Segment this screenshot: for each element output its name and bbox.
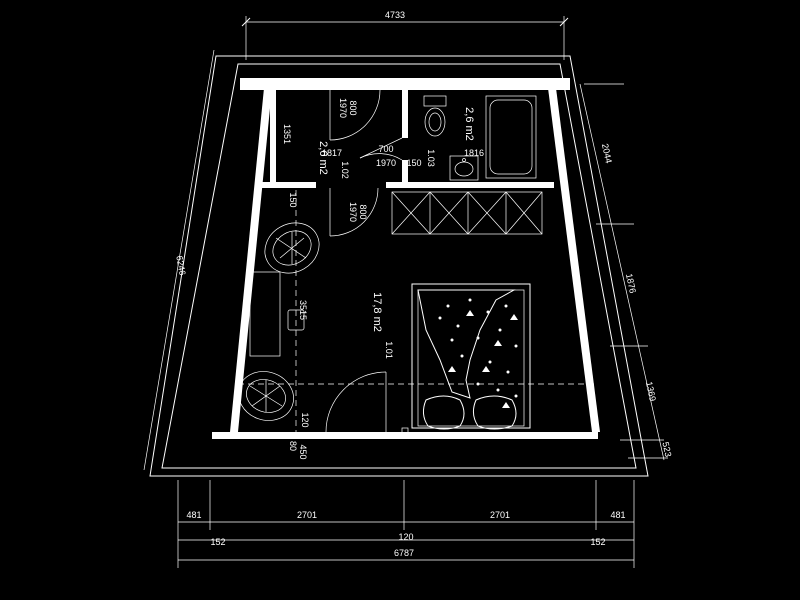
dimension-lines — [143, 16, 668, 568]
dim-room-depth: 3515 — [298, 300, 308, 320]
outlet-marker — [401, 427, 409, 435]
dim-right-3: 1369 — [644, 381, 658, 403]
dim-door-room-w: 800 — [358, 204, 368, 219]
bed-icon — [411, 283, 531, 430]
dim-door-room-h: 1970 — [348, 202, 358, 222]
storage-cabinets — [391, 191, 543, 235]
dim-door-mid-w: 700 — [378, 144, 393, 154]
dim-left-slant: 6246 — [174, 255, 187, 276]
dim-bottom-seg-3: 2701 — [490, 510, 510, 520]
dim-wall-gap-left: 150 — [288, 192, 298, 207]
door-swings — [325, 89, 403, 433]
basin-icon — [449, 155, 479, 181]
wc-area-label: 2,6 m2 — [317, 141, 329, 175]
dim-lower-80: 80 — [288, 441, 298, 451]
dim-bath-width: 1816 — [464, 148, 484, 158]
main-area-label: 17,8 m2 — [371, 292, 383, 332]
dim-wc-width: 1817 — [322, 148, 342, 158]
armchair-top-icon — [264, 222, 320, 274]
dim-door-wc-h: 1970 — [338, 98, 348, 118]
dim-wc-clear: 1.02 — [340, 161, 350, 179]
dim-bottom-seg-1: 481 — [186, 510, 201, 520]
dimension-labels: 4733 481 2701 2701 481 152 120 152 6787 … — [174, 10, 673, 558]
armchair-bottom-icon — [238, 371, 294, 421]
dashed-guides — [238, 190, 596, 432]
pillows — [422, 395, 517, 430]
dim-wc-height: 1351 — [282, 124, 292, 144]
bed-pattern — [438, 298, 518, 408]
bath-area-label: 2,6 m2 — [463, 107, 475, 141]
dim-lower-right-gap: 120 — [300, 412, 310, 427]
dim-top-width: 4733 — [385, 10, 405, 20]
interior-walls — [212, 78, 600, 439]
toilet-icon — [423, 95, 447, 137]
dim-bottom-total: 6787 — [394, 548, 414, 558]
dim-lower-450: 450 — [298, 444, 308, 459]
dim-partition-gap: 150 — [406, 158, 421, 168]
dim-bottom2-3: 152 — [590, 537, 605, 547]
dim-right-2: 1876 — [624, 273, 638, 295]
dim-right-4: 523 — [660, 441, 673, 458]
dim-bath-clear: 1.03 — [426, 149, 436, 167]
dim-door-wc-w: 800 — [348, 100, 358, 115]
dim-bottom-seg-2: 2701 — [297, 510, 317, 520]
dim-door-mid-h: 1970 — [376, 158, 396, 168]
room-labels: 2,6 m2 2,6 m2 17,8 m2 — [317, 107, 475, 332]
dim-right-1: 2044 — [600, 143, 614, 165]
dim-room-clear: 1.01 — [384, 341, 394, 359]
dim-bottom-seg-4: 481 — [610, 510, 625, 520]
dim-bottom2-1: 152 — [210, 537, 225, 547]
bathroom-fixtures — [423, 95, 537, 181]
outer-outline — [149, 55, 649, 477]
dim-bottom2-2: 120 — [398, 532, 413, 542]
bathtub-icon — [485, 95, 537, 179]
